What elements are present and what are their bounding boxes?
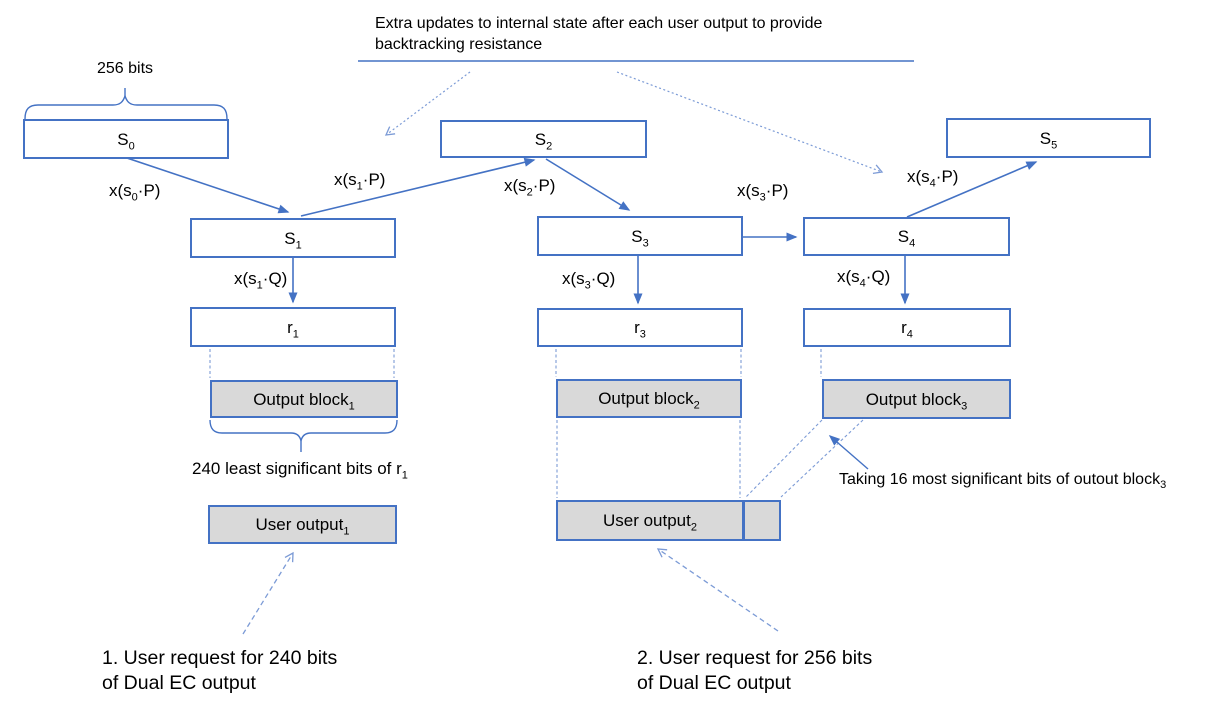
label-256-bits: 256 bits (96, 60, 154, 77)
request-2-line2: of Dual EC output (637, 672, 791, 694)
output-block-1: Output block1 (210, 380, 398, 418)
state-box-s0-label: S0 (117, 129, 135, 152)
edge-label-xs3p: x(s3·P) (737, 181, 789, 204)
output-block-3-label: Output block3 (865, 389, 968, 412)
user-output-1-label: User output1 (255, 515, 350, 538)
dashed-arrow-request1-to-uo1 (242, 551, 294, 635)
state-box-s1-label: S1 (284, 228, 302, 251)
arrow-msb16-to-ob3 (828, 435, 869, 470)
label-240-lsb: 240 least significant bits of r1 (192, 459, 408, 482)
r-box-r1: r1 (190, 307, 396, 347)
state-box-s2: S2 (440, 120, 647, 158)
user-output-1: User output1 (208, 505, 397, 544)
arrow-s2-to-s3 (545, 158, 631, 211)
dotted-arrow-to-s4-update (616, 71, 884, 175)
label-16-msb: Taking 16 most significant bits of outou… (839, 471, 1167, 492)
edge-label-xs3q: x(s3·Q) (562, 269, 616, 292)
r-box-r3-label: r3 (634, 318, 646, 341)
diagram-title-line1: Extra updates to internal state after ea… (375, 15, 823, 32)
r-box-r4: r4 (803, 308, 1011, 347)
output-block-2: Output block2 (556, 379, 742, 418)
edge-label-xs4q: x(s4·Q) (837, 267, 891, 290)
state-box-s5: S5 (946, 118, 1151, 158)
request-1-line2: of Dual EC output (102, 672, 256, 694)
state-box-s0: S0 (23, 119, 229, 159)
dashed-arrow-request2-to-uo2 (656, 548, 779, 632)
brace-240-lsb (209, 419, 398, 442)
state-box-s5-label: S5 (1039, 128, 1058, 151)
edge-label-xs1q: x(s1·Q) (234, 269, 288, 292)
edge-label-xs4p: x(s4·P) (907, 167, 959, 190)
brace-256-bits (24, 93, 228, 120)
user-output-2-extension (743, 500, 781, 541)
state-box-s4: S4 (803, 217, 1010, 256)
user-output-2: User output2 (556, 500, 744, 541)
r-box-r3: r3 (537, 308, 743, 347)
request-2-line1: 2. User request for 256 bits (637, 647, 873, 669)
output-block-1-label: Output block1 (253, 389, 355, 412)
state-box-s1: S1 (190, 218, 396, 258)
state-box-s2-label: S2 (534, 129, 553, 152)
state-box-s4-label: S4 (897, 227, 916, 250)
state-box-s3-label: S3 (631, 226, 649, 249)
request-1-text: 1. User request for 240 bits of Dual EC … (102, 646, 337, 696)
edge-label-xs2p: x(s2·P) (504, 176, 556, 199)
output-block-2-label: Output block2 (598, 389, 700, 412)
output-block-3: Output block3 (822, 379, 1011, 419)
diagram-title-line2: backtracking resistance (375, 36, 543, 53)
edge-label-xs0p: x(s0·P) (109, 181, 161, 204)
diagram-title: Extra updates to internal state after ea… (375, 13, 822, 55)
request-1-line1: 1. User request for 240 bits (102, 647, 338, 669)
edge-label-xs1p: x(s1·P) (334, 170, 386, 193)
dashed-ob3-uo2ext-left (745, 419, 823, 498)
state-box-s3: S3 (537, 216, 743, 256)
request-2-text: 2. User request for 256 bits of Dual EC … (637, 646, 872, 696)
r-box-r1-label: r1 (287, 317, 299, 340)
user-output-2-label: User output2 (602, 511, 697, 534)
r-box-r4-label: r4 (901, 318, 913, 341)
